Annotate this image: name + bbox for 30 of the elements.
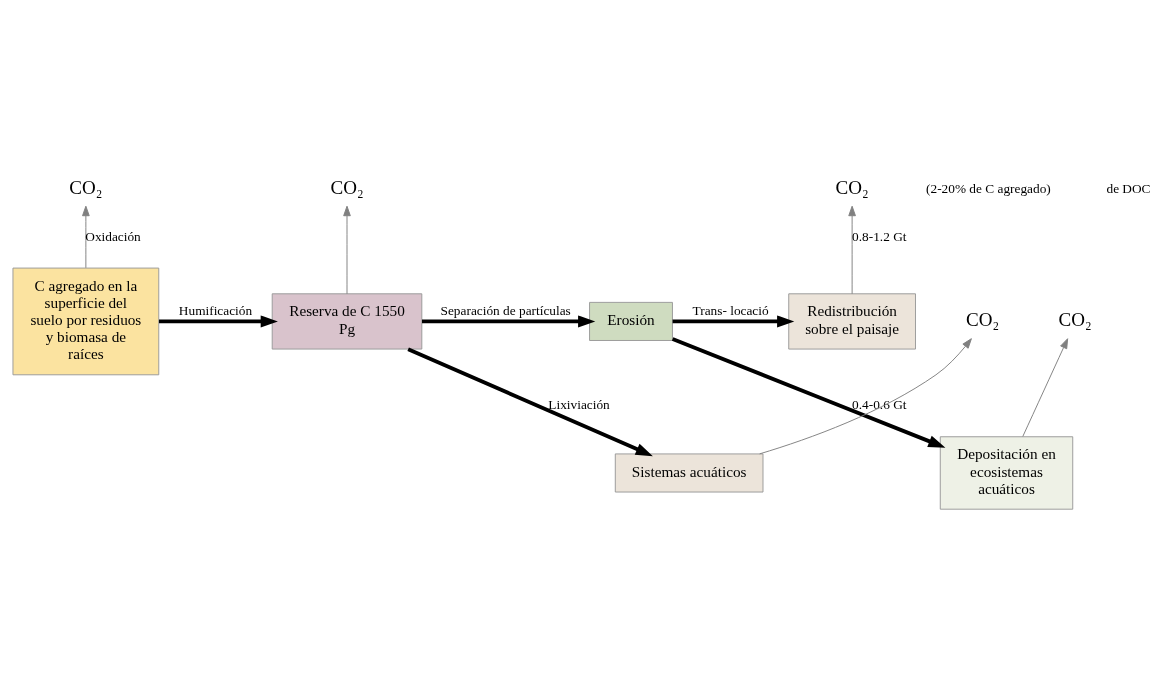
- node-box: Redistribución sobre el paisaje: [788, 293, 916, 350]
- node-box: Erosión: [589, 301, 673, 341]
- arrow: [422, 315, 596, 328]
- arrow: [343, 205, 351, 295]
- node-text: CO₂: [330, 176, 364, 198]
- node-text: CO₂: [835, 176, 869, 198]
- node-box: Reserva de C 1550 Pg: [271, 293, 423, 350]
- arrow: [759, 338, 972, 455]
- label: de DOC: [1106, 180, 1151, 196]
- arrow: [158, 315, 278, 328]
- node-box: C agregado en la superficie del suelo por residuos y biomasa de raíces: [12, 267, 160, 376]
- edge-label: 0.4-0.6 Gt: [852, 397, 907, 413]
- edge-label: Humificación: [178, 302, 253, 318]
- edge-label: Lixiviación: [548, 397, 610, 413]
- node-text: CO₂: [1058, 309, 1092, 331]
- arrow: [1022, 338, 1069, 437]
- label: (2-20% de C agregado): [926, 180, 1051, 196]
- node-box: Depositación en ecosistemas acuáticos: [939, 436, 1074, 510]
- arrow: [671, 337, 946, 448]
- arrow: [848, 205, 856, 295]
- node-box: Sistemas acuáticos: [614, 453, 764, 493]
- edge-label: 0.8-1.2 Gt: [852, 228, 907, 244]
- edge-label: Trans- locació: [692, 302, 769, 318]
- arrow: [672, 315, 795, 328]
- edge-label: Oxidación: [85, 228, 141, 244]
- arrow: [407, 347, 653, 457]
- node-text: CO₂: [966, 309, 1000, 331]
- edge-label: Separación de partículas: [440, 302, 571, 318]
- arrow: [82, 205, 90, 269]
- node-text: CO₂: [69, 176, 103, 198]
